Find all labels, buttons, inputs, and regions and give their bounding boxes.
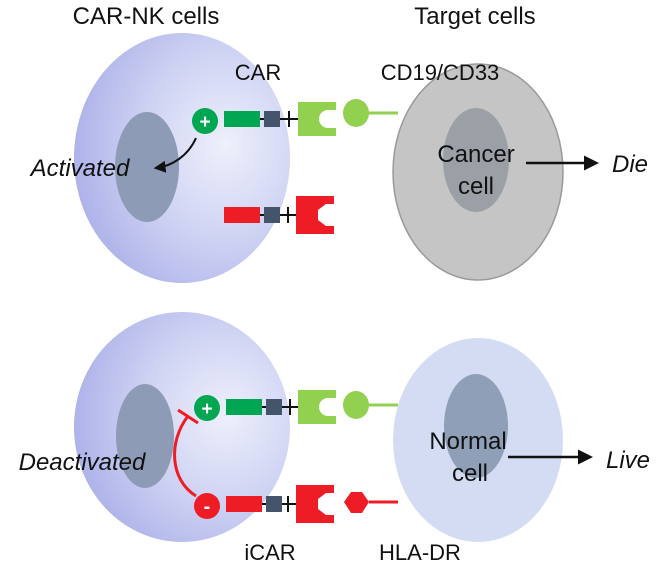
activated-label: Activated (29, 155, 130, 182)
inhibitory-sign: - (204, 496, 211, 518)
car-hinge-bottom (266, 399, 282, 415)
activating-sign-bottom: + (201, 399, 212, 420)
icar-hinge-bottom (266, 496, 282, 512)
car-receptor-bottom: + (194, 390, 336, 424)
cancer-cell-label-line2: cell (458, 173, 494, 200)
deactivated-label: Deactivated (19, 449, 146, 476)
car-signal-domain-bottom (226, 399, 262, 415)
bottom-panel: + - Deactivated Normal (19, 312, 650, 565)
icar-receptor-top (224, 196, 334, 234)
car-binding-domain (298, 102, 336, 136)
hla-dr-antigen (344, 492, 398, 513)
die-label: Die (612, 151, 648, 178)
car-label: CAR (235, 60, 281, 85)
normal-cell-label-line1: Normal (429, 428, 506, 455)
icar-signal-domain-bottom (226, 496, 262, 512)
icar-label: iCAR (244, 540, 295, 565)
activating-sign-circle (192, 108, 218, 134)
normal-cell-label-line2: cell (452, 460, 488, 487)
top-panel: CAR CD19/CD33 + Activated Cancer (29, 33, 648, 283)
icar-hinge (264, 207, 280, 223)
car-receptor-top: + (192, 102, 336, 136)
inhibition-bar (177, 408, 199, 425)
cancer-cell-label-line1: Cancer (437, 141, 514, 168)
header-target-cells: Target cells (414, 3, 535, 30)
icar-signal-domain (224, 207, 260, 223)
normal-nucleus (444, 374, 508, 478)
cancer-nucleus (443, 108, 509, 212)
cd19-cd33-antigen (343, 99, 398, 127)
header-car-nk-cells: CAR-NK cells (73, 3, 220, 30)
hla-dr-label: HLA-DR (379, 540, 461, 565)
live-label: Live (606, 447, 650, 474)
inhibitory-sign-circle (194, 493, 220, 519)
icar-binding-domain-bottom (296, 485, 334, 523)
icar-receptor-bottom: - (194, 485, 334, 523)
inhibition-arc (173, 415, 197, 498)
activation-arrow (153, 137, 197, 173)
antigen-head-bottom (343, 391, 369, 419)
activating-sign: + (199, 112, 210, 133)
car-signal-domain (224, 111, 260, 127)
antigen-head (343, 99, 369, 127)
hla-dr-head (344, 492, 369, 513)
car-hinge (264, 111, 280, 127)
nk-nucleus-top (115, 112, 179, 222)
nk-nucleus-bottom (116, 384, 174, 488)
icar-binding-domain (296, 196, 334, 234)
car-binding-domain-bottom (298, 390, 336, 424)
activating-sign-circle-bottom (194, 395, 220, 421)
ligand-label-cd19-cd33: CD19/CD33 (381, 60, 500, 85)
cd19-cd33-antigen-bottom (343, 391, 398, 419)
